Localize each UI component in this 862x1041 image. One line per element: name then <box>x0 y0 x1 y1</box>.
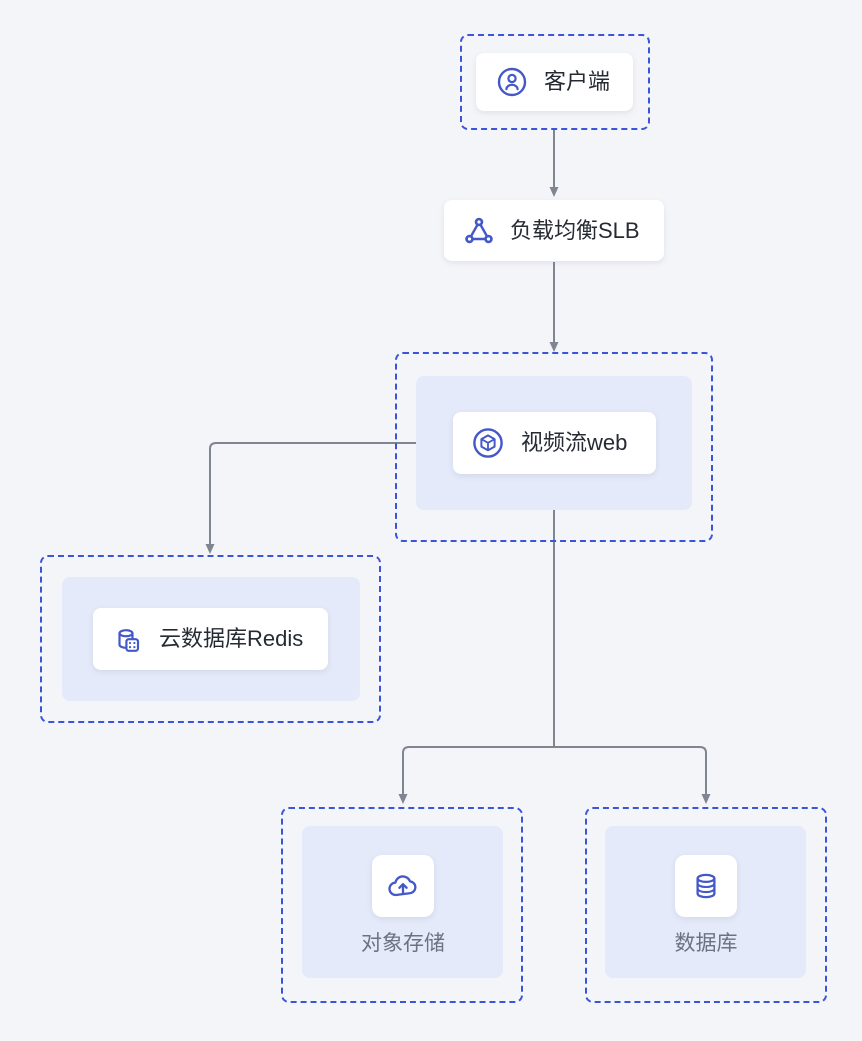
group-redis <box>40 555 381 723</box>
node-database[interactable]: 数据库 <box>644 855 768 954</box>
node-redis[interactable]: 云数据库Redis <box>93 608 328 670</box>
cloud-upload-icon <box>372 855 434 917</box>
node-redis-label: 云数据库Redis <box>159 626 304 651</box>
node-video-web-label: 视频流web <box>521 430 628 455</box>
node-slb-label: 负载均衡SLB <box>510 217 640 243</box>
load-balancer-icon <box>462 214 496 248</box>
node-client-label: 客户端 <box>544 69 611 94</box>
cube-circle-icon <box>471 426 505 460</box>
node-video-web[interactable]: 视频流web <box>453 412 656 474</box>
node-object-storage-label: 对象存储 <box>361 932 445 955</box>
database-cylinder-icon <box>675 855 737 917</box>
node-client[interactable]: 客户端 <box>476 53 633 111</box>
group-object-storage <box>281 807 523 1003</box>
node-database-label: 数据库 <box>674 932 738 955</box>
node-object-storage[interactable]: 对象存储 <box>341 855 465 954</box>
group-client <box>460 34 650 130</box>
node-slb[interactable]: 负载均衡SLB <box>444 200 664 261</box>
edge-video-web-to-database <box>554 746 711 804</box>
redis-database-icon <box>111 622 145 656</box>
edge-video-web-to-object-storage <box>398 746 554 804</box>
group-database <box>585 807 827 1003</box>
user-circle-icon <box>496 66 528 98</box>
